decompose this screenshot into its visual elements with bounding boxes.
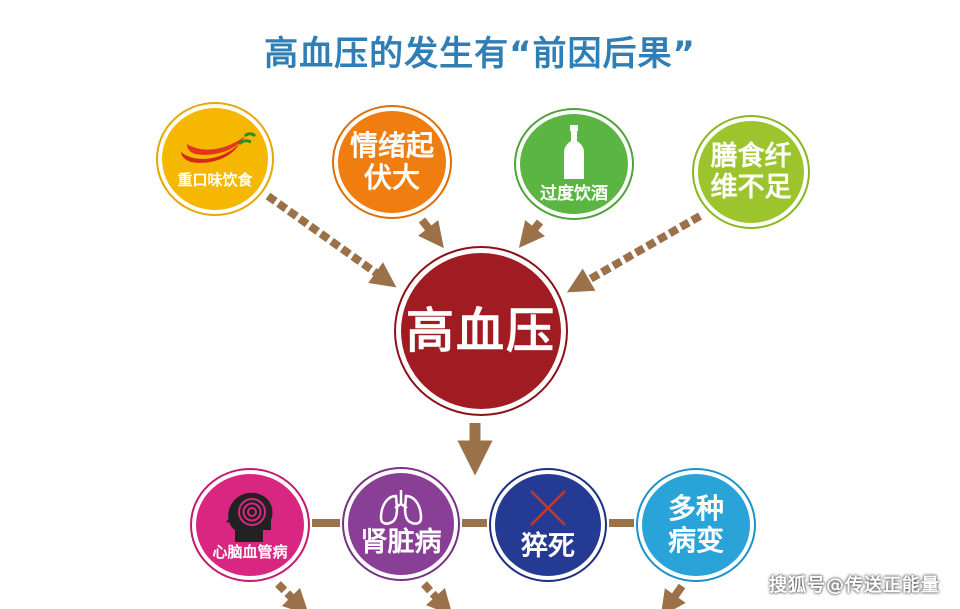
node-salty-food: 重口味饮食: [158, 104, 272, 214]
cross-x-icon: [530, 490, 566, 527]
node-hypertension: 高血压: [396, 248, 566, 414]
arrow-alcohol-to-hbp: [518, 219, 546, 248]
alcohol-label: 过度饮酒: [540, 183, 608, 204]
arrow-salty-to-hbp: [265, 192, 397, 288]
bottle-icon: [564, 124, 584, 179]
node-kidney: 肾脏病: [344, 469, 458, 579]
arrow-fiber-to-hbp: [566, 212, 702, 293]
arrow-multi-down: [660, 583, 686, 609]
node-fiber: 膳食纤 维不足: [694, 117, 808, 227]
multi-label-line2: 病变: [667, 524, 724, 557]
cardio-label: 心脑血管病: [212, 542, 288, 561]
kidney-label: 肾脏病: [360, 527, 442, 559]
node-cardio: 心脑血管病: [192, 470, 308, 580]
chili-pepper-icon: [181, 132, 257, 163]
lungs-icon: [379, 490, 423, 526]
arrow-cardio-down: [275, 581, 310, 609]
arrow-emotion-to-hbp: [418, 217, 444, 249]
arrow-kidney-down: [421, 581, 453, 609]
node-emotion: 情绪起 伏大: [334, 107, 450, 217]
node-sudden-death: 猝死: [491, 470, 605, 580]
fiber-label-line1: 膳食纤: [710, 140, 792, 172]
head-spiral-icon: [226, 492, 273, 542]
hypertension-label: 高血压: [405, 302, 556, 359]
watermark: 搜狐号@传送正能量: [769, 575, 940, 596]
salty-food-label: 重口味饮食: [177, 170, 253, 189]
emotion-label-line1: 情绪起: [349, 128, 434, 162]
sudden-death-label: 猝死: [521, 531, 575, 563]
multi-label-line1: 多种: [667, 491, 724, 525]
node-alcohol: 过度饮酒: [516, 110, 632, 218]
node-multi-lesion: 多种 病变: [638, 470, 754, 580]
diagram-title: 高血压的发生有“前因后果”: [264, 34, 696, 74]
fiber-label-line2: 维不足: [710, 172, 792, 203]
emotion-label-line2: 伏大: [363, 161, 420, 194]
